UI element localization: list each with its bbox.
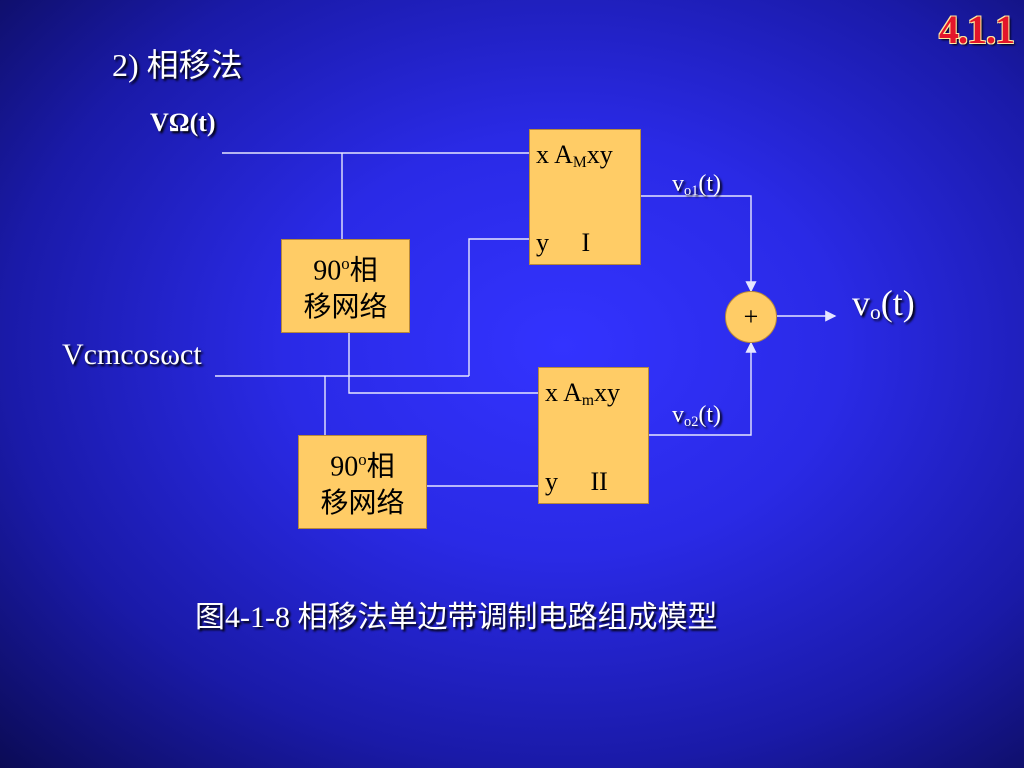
page-title: 2) 相移法 <box>112 47 243 83</box>
multiplier-2: x Amxy y II <box>538 367 649 504</box>
wire-mult1-to-adder <box>641 195 757 293</box>
wire-mult2-to-adder <box>649 341 757 436</box>
phase-shifter-2-line1: 90o相 <box>330 450 395 483</box>
input-vomega-label: VΩ(t) <box>150 108 216 137</box>
phase-shifter-1-line1: 90o相 <box>313 254 378 287</box>
phase-shifter-1-line2: 移网络 <box>303 291 388 323</box>
multiplier-1-y-label: y I <box>536 228 591 257</box>
multiplier-1: x AMxy y I <box>529 129 641 265</box>
phase-shifter-1: 90o相 移网络 <box>281 239 410 333</box>
adder-plus-icon: + <box>725 291 777 343</box>
multiplier-2-x-label: x Amxy <box>545 378 620 409</box>
multiplier-2-y-label: y II <box>545 467 608 496</box>
output-vo2-label: vo2(t) <box>672 402 722 430</box>
wire-carrier-to-mult1-y <box>468 238 529 376</box>
wire-phase1-to-mult2-x <box>348 333 538 394</box>
output-vo-label: vo(t) <box>852 283 915 324</box>
multiplier-1-x-label: x AMxy <box>536 140 613 171</box>
figure-caption: 图4-1-8 相移法单边带调制电路组成模型 <box>195 601 718 634</box>
slide-number: 4.1.1 <box>939 7 1015 52</box>
output-vo1-label: vo1(t) <box>672 171 722 199</box>
input-carrier-label: Vcmcosωct <box>62 338 202 371</box>
phase-shifter-2: 90o相 移网络 <box>298 435 427 529</box>
phase-shifter-2-line2: 移网络 <box>320 487 405 519</box>
